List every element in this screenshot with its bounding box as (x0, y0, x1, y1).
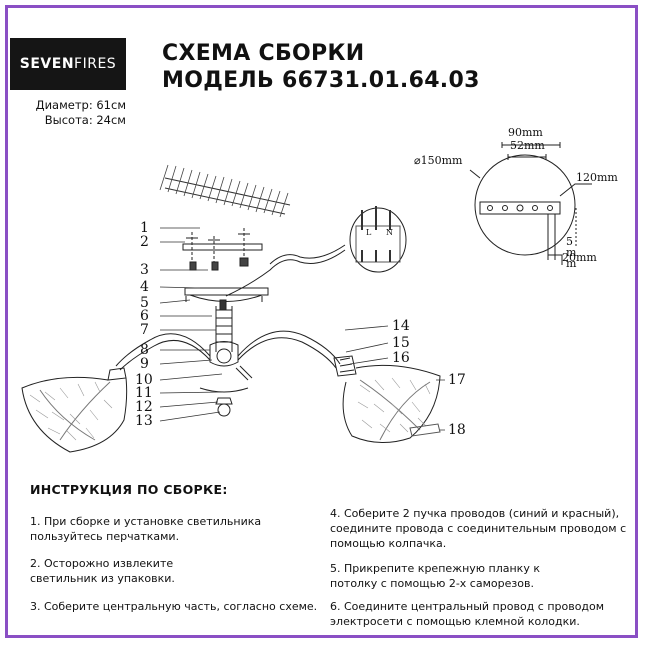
part-13: 13 (135, 413, 153, 429)
part-4: 4 (140, 279, 149, 295)
part-12: 12 (135, 399, 153, 415)
brand-strong: SEVEN (19, 56, 75, 72)
right-shade (333, 355, 441, 443)
instruction-step-1: 1. При сборке и установке светильника по… (30, 515, 262, 543)
ceiling-hatch (159, 164, 291, 218)
part-9: 9 (140, 356, 149, 372)
instruction-step-3: 3. Соберите центральную часть, согласно … (30, 600, 318, 613)
right-arm (237, 330, 341, 365)
page-frame (5, 5, 638, 638)
leader-lines (159, 227, 445, 431)
spec-diameter: Диаметр: 61см (35, 98, 126, 112)
instruction-step-4: 4. Соберите 2 пучка проводов (синий и кр… (330, 507, 627, 550)
title-line-2: МОДЕЛЬ 66731.01.64.03 (162, 68, 480, 93)
instruction-step-2: 2. Осторожно извлеките светильник из упа… (30, 557, 175, 585)
connector-detail (349, 206, 407, 273)
dim-90mm: 90mm (508, 126, 543, 139)
part-3: 3 (140, 262, 149, 278)
part-7: 7 (140, 322, 149, 338)
dim-52mm: 52mm (510, 139, 545, 152)
dim-120mm: 120mm (576, 171, 618, 184)
instructions-heading: ИНСТРУКЦИЯ ПО СБОРКЕ: (30, 482, 228, 497)
part-2: 2 (140, 234, 149, 250)
title-line-1: СХЕМА СБОРКИ (162, 41, 365, 66)
left-shade (21, 367, 128, 453)
canopy (184, 287, 269, 311)
mounting-plate (182, 228, 263, 271)
part-5: 5 (140, 295, 149, 311)
specs: Диаметр: 61см Высота: 24см (22, 98, 126, 128)
instruction-step-6: 6. Соедините центральный провод с провод… (330, 600, 605, 628)
part-10: 10 (135, 372, 153, 388)
part-18: 18 (448, 422, 466, 438)
dim-5mm: 5mm (566, 235, 577, 270)
bracket-detail (469, 142, 592, 265)
spec-height: Высота: 24см (44, 113, 126, 127)
page-title: СХЕМА СБОРКИ МОДЕЛЬ 66731.01.64.03 (162, 40, 480, 94)
terminal-l: L (366, 228, 372, 237)
supply-wire (225, 249, 346, 297)
part-16: 16 (392, 350, 410, 366)
part-1: 1 (140, 220, 149, 236)
part-8: 8 (140, 342, 149, 358)
dim-150mm: ⌀150mm (414, 154, 463, 167)
part-15: 15 (392, 335, 410, 351)
left-arm (115, 333, 211, 367)
brand-light: FIRES (74, 56, 117, 72)
terminal-n: N (386, 228, 393, 237)
instruction-step-5: 5. Прикрепите крепежную планку к потолку… (330, 562, 540, 590)
part-17: 17 (448, 372, 466, 388)
dim-20mm: 20mm (562, 251, 597, 264)
part-11: 11 (135, 385, 153, 401)
central-stem (209, 306, 253, 381)
part-6: 6 (140, 308, 149, 324)
part-14: 14 (392, 318, 410, 334)
